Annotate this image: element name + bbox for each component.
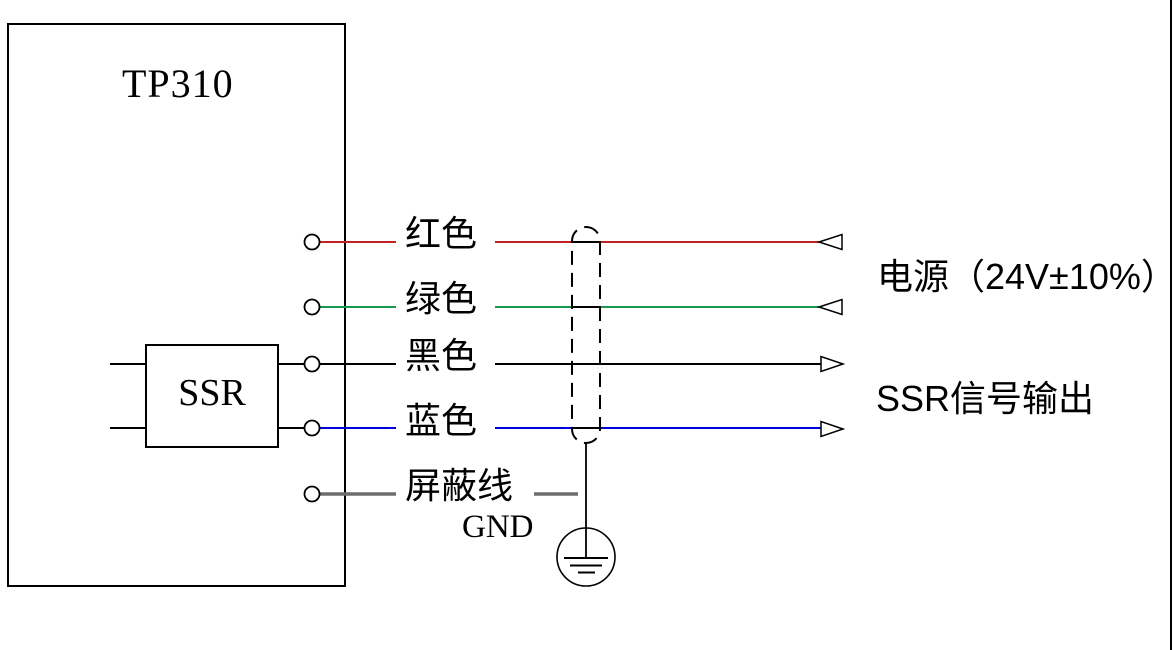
input-arrow-icon-green: [816, 298, 843, 316]
wire-label-red: 红色: [403, 213, 480, 254]
power-supply-label: 电源（24V±10%）: [877, 256, 1176, 297]
terminal-blue: [303, 419, 321, 437]
terminal-green: [303, 298, 321, 316]
device-title: TP310: [122, 61, 234, 106]
wire-label-blue: 蓝色: [403, 400, 480, 441]
wire-label-green: 绿色: [403, 278, 480, 319]
terminal-red: [303, 233, 321, 251]
wire-label-shield: 屏蔽线: [403, 465, 516, 506]
cable-shield-outline: [571, 226, 601, 444]
device-box: [7, 23, 346, 587]
terminal-shield: [303, 485, 321, 503]
input-arrow-icon-red: [816, 233, 843, 251]
output-arrow-icon-black: [820, 355, 846, 373]
ssr-block-label: SSR: [178, 372, 246, 414]
ssr-signal-output-label: SSR信号输出: [876, 378, 1095, 419]
output-arrow-icon-blue: [820, 420, 846, 438]
wire-label-black: 黑色: [403, 335, 480, 376]
gnd-label: GND: [462, 509, 534, 545]
ssr-box: [145, 344, 279, 448]
terminal-black: [303, 355, 321, 373]
earth-ground-icon: [556, 527, 616, 587]
